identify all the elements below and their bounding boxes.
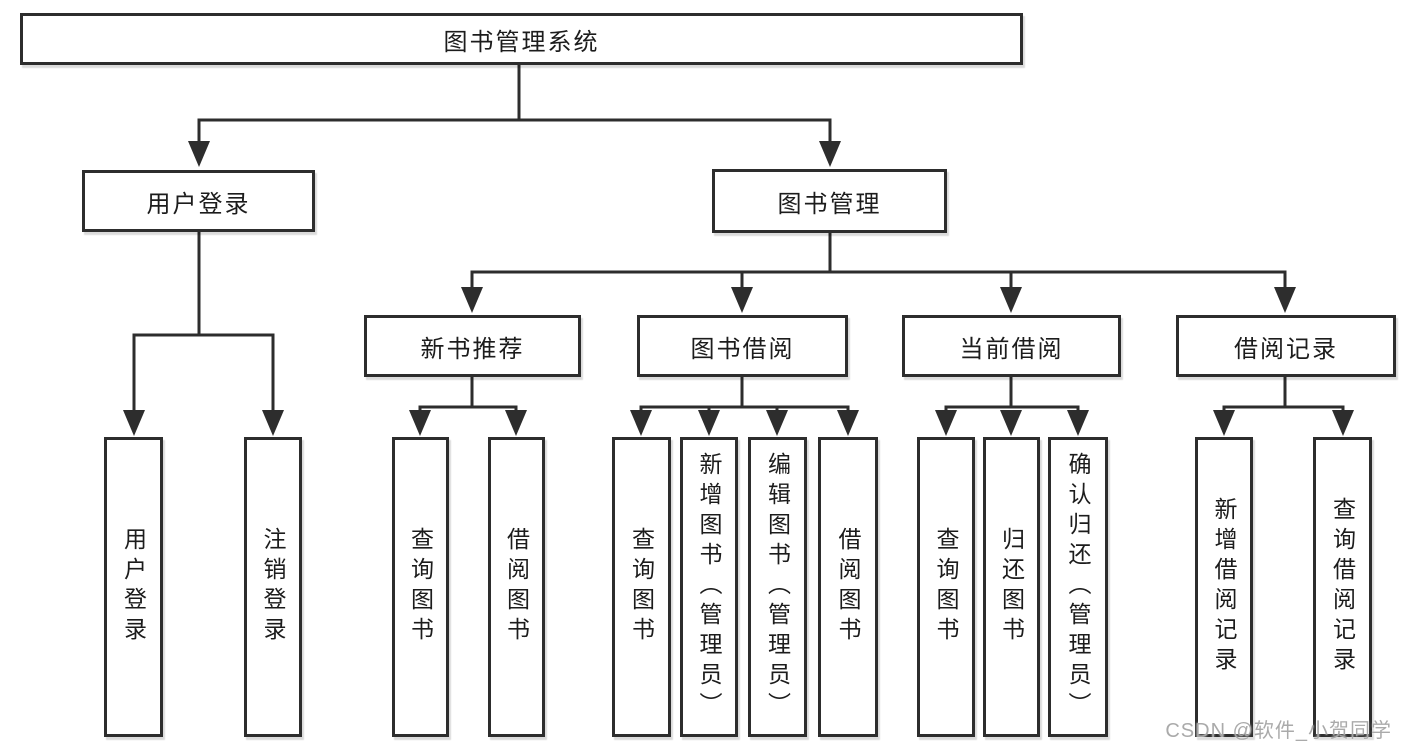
- node-label: 借阅图书: [503, 527, 530, 647]
- node-label: 借阅记录: [1234, 335, 1338, 363]
- leaf-add-borrow-record: 新增借阅记录: [1195, 437, 1253, 737]
- leaf-borrow-books: 借阅图书: [488, 437, 545, 737]
- node-label: 用户登录: [146, 190, 251, 218]
- wire-user-login-branch: [132, 333, 275, 414]
- leaf-query-books: 查询图书: [612, 437, 671, 737]
- arrowheads: [123, 141, 1354, 436]
- node-label: 图书管理: [777, 190, 882, 218]
- leaf-logout-login: 注销登录: [244, 437, 302, 737]
- leaf-query-borrow-record: 查询借阅记录: [1313, 437, 1372, 737]
- node-label: 确认归还（管理员）: [1065, 452, 1091, 722]
- node-label: 借阅图书: [835, 527, 861, 647]
- csdn-watermark: CSDN @软件_小贺同学: [1165, 720, 1392, 742]
- node-label: 当前借阅: [959, 335, 1064, 363]
- node-label: 归还图书: [998, 527, 1025, 647]
- leaf-user-login: 用户登录: [104, 437, 163, 737]
- node-label: 用户登录: [120, 527, 147, 647]
- wire-level2: [197, 118, 832, 146]
- node-label: 新增借阅记录: [1211, 497, 1237, 677]
- node-label: 查询图书: [933, 527, 959, 647]
- node-label: 查询图书: [628, 527, 655, 647]
- node-current-borrow: 当前借阅: [902, 315, 1121, 377]
- leaf-add-books-admin: 新增图书（管理员）: [680, 437, 738, 737]
- node-user-login: 用户登录: [82, 170, 315, 232]
- leaf-query-books: 查询图书: [392, 437, 449, 737]
- node-new-book-recommend: 新书推荐: [364, 315, 581, 377]
- node-label: 新增图书（管理员）: [696, 452, 722, 722]
- node-library-management-system: 图书管理系统: [20, 13, 1023, 65]
- leaf-query-books: 查询图书: [917, 437, 975, 737]
- leaf-borrow-books: 借阅图书: [818, 437, 878, 737]
- node-label: 查询借阅记录: [1329, 497, 1356, 677]
- leaf-confirm-return-admin: 确认归还（管理员）: [1048, 437, 1108, 737]
- node-book-management: 图书管理: [712, 169, 947, 233]
- leaf-edit-books-admin: 编辑图书（管理员）: [748, 437, 807, 737]
- node-label: 编辑图书（管理员）: [764, 452, 791, 722]
- leaf-return-books: 归还图书: [983, 437, 1040, 737]
- node-label: 图书借阅: [690, 335, 795, 363]
- node-label: 新书推荐: [420, 335, 525, 363]
- node-label: 图书管理系统: [443, 28, 600, 56]
- node-label: 查询图书: [407, 527, 434, 647]
- wire-level3: [470, 270, 1287, 290]
- node-book-borrow: 图书借阅: [637, 315, 848, 377]
- node-label: 注销登录: [260, 527, 286, 647]
- node-borrow-records: 借阅记录: [1176, 315, 1396, 377]
